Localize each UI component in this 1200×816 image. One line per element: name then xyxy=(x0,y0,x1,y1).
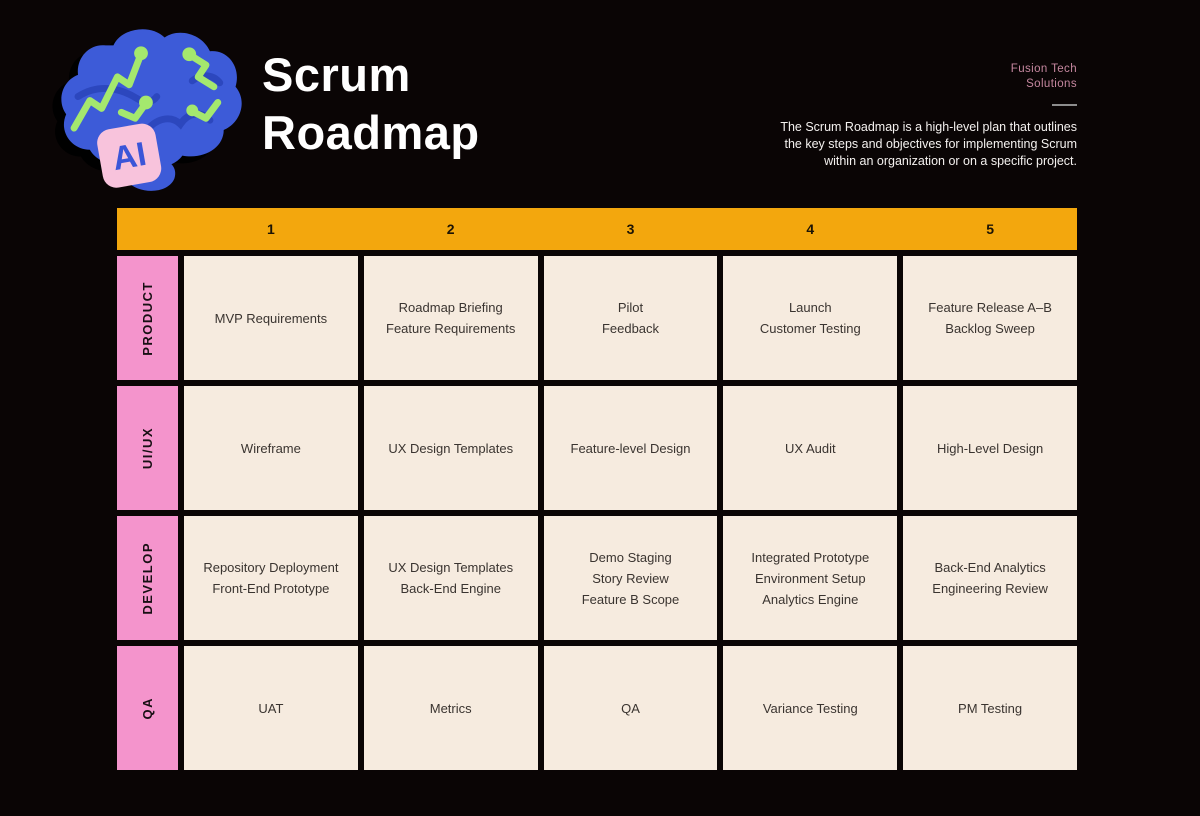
divider-line xyxy=(1052,104,1077,106)
sprint-column-header-4: 4 xyxy=(806,221,815,237)
row-label-text: UI/UX xyxy=(140,426,155,470)
roadmap-description: The Scrum Roadmap is a high-level plan t… xyxy=(780,119,1077,170)
cell-line: QA xyxy=(621,700,640,716)
cell-line: Variance Testing xyxy=(762,700,858,716)
cell-line: Story Review xyxy=(592,570,669,586)
description-line-2: the key steps and objectives for impleme… xyxy=(784,137,1078,151)
roadmap-cell-r4-c3: QA xyxy=(543,646,718,770)
roadmap-cell-r4-c4: Variance Testing xyxy=(723,646,898,770)
sprint-header-row: 1 2 3 4 5 xyxy=(117,208,1077,250)
roadmap-cell-r2-c4: UX Audit xyxy=(723,386,898,510)
title-line-2: Roadmap xyxy=(262,106,480,159)
roadmap-table: 1 2 3 4 5 PRODUCT MVP Requirements Roadmap Bri… xyxy=(117,208,1077,770)
row-label-product: PRODUCT xyxy=(117,256,178,380)
row-label-ui-ux: UI/UX xyxy=(117,386,178,510)
company-line-2: Solutions xyxy=(1026,78,1077,90)
roadmap-cell-r2-c5: High-Level Design xyxy=(903,386,1077,510)
row-label-develop: DEVELOP xyxy=(117,516,178,640)
ai-brain-logo: AI xyxy=(28,6,256,198)
row-label-text: DEVELOP xyxy=(140,541,155,615)
description-line-3: within an organization or on a specific … xyxy=(824,154,1077,168)
roadmap-cell-r4-c2: Metrics xyxy=(363,646,538,770)
cell-line: Demo Staging xyxy=(589,549,672,565)
sprint-column-header-3: 3 xyxy=(626,221,635,237)
ai-badge: AI xyxy=(97,123,162,188)
sprint-column-header-2: 2 xyxy=(446,221,455,237)
cell-line: Repository Deployment xyxy=(203,560,339,575)
cell-line: Back-End Analytics xyxy=(934,560,1046,575)
sprint-column-header-5: 5 xyxy=(986,221,994,237)
cell-line: Customer Testing xyxy=(759,321,861,336)
cell-line: Feature B Scope xyxy=(581,591,680,607)
cell-line: Analytics Engine xyxy=(762,591,859,607)
cell-line: UX Design Templates xyxy=(388,440,514,456)
cell-line: Environment Setup xyxy=(755,570,866,586)
sprint-column-header-1: 1 xyxy=(267,221,275,237)
company-line-1: Fusion Tech xyxy=(1010,63,1077,75)
cell-line: Integrated Prototype xyxy=(751,549,870,565)
row-label-text: PRODUCT xyxy=(140,280,155,356)
cell-line: Front-End Prototype xyxy=(212,581,330,596)
row-label-qa: QA xyxy=(117,646,178,770)
header-right-block: Fusion Tech Solutions The Scrum Roadmap … xyxy=(780,62,1077,170)
roadmap-cell-r2-c2: UX Design Templates xyxy=(363,386,538,510)
cell-line: Feature-level Design xyxy=(570,440,691,456)
roadmap-cell-r4-c1: UAT xyxy=(184,646,358,770)
title-line-1: Scrum xyxy=(262,48,411,101)
roadmap-cell-r2-c3: Feature-level Design xyxy=(543,386,718,510)
circuit-nodes xyxy=(134,46,199,117)
cell-line: PM Testing xyxy=(958,700,1023,716)
cell-line: Launch xyxy=(788,300,832,315)
circuit-traces xyxy=(70,51,222,132)
cell-line: Roadmap Briefing xyxy=(398,300,503,315)
cell-line: MVP Requirements xyxy=(214,310,328,326)
cell-line: UX Design Templates xyxy=(388,560,514,575)
cell-line: Backlog Sweep xyxy=(945,321,1035,336)
brain-illustration: AI xyxy=(52,29,242,191)
roadmap-cell-r1-c5: Feature Release A–B Backlog Sweep xyxy=(903,256,1077,380)
cell-line: Wireframe xyxy=(240,440,301,456)
cell-line: Back-End Engine xyxy=(400,581,501,596)
description-line-1: The Scrum Roadmap is a high-level plan t… xyxy=(780,120,1077,134)
cell-line: Feedback xyxy=(601,321,660,336)
company-name: Fusion Tech Solutions xyxy=(780,62,1077,92)
cell-line: Engineering Review xyxy=(932,581,1048,596)
cell-line: UAT xyxy=(258,700,284,716)
roadmap-cell-r2-c1: Wireframe xyxy=(184,386,358,510)
roadmap-cell-r4-c5: PM Testing xyxy=(903,646,1077,770)
cell-line: Feature Requirements xyxy=(386,321,516,336)
cell-line: Feature Release A–B xyxy=(928,300,1052,315)
cell-line: Metrics xyxy=(429,700,472,716)
cell-line: Pilot xyxy=(617,300,644,315)
row-label-text: QA xyxy=(140,696,155,720)
page-title: Scrum Roadmap xyxy=(262,46,480,162)
ai-badge-label: AI xyxy=(110,136,149,178)
roadmap-cell-r1-c1: MVP Requirements xyxy=(184,256,358,380)
cell-line: High-Level Design xyxy=(936,440,1044,456)
cell-line: UX Audit xyxy=(784,440,836,456)
